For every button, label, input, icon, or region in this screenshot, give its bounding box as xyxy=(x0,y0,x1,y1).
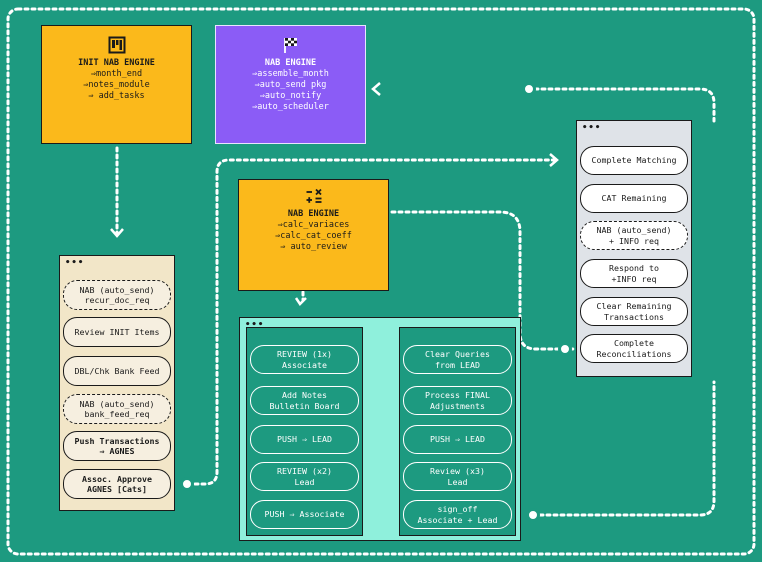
arrowhead-down-calc xyxy=(294,297,307,306)
right-task-panel: ••• Complete Matching CAT Remaining NAB … xyxy=(576,120,692,377)
task-pill[interactable]: Complete Matching xyxy=(580,146,688,175)
task-pill[interactable]: REVIEW (x2)Lead xyxy=(250,462,359,491)
arrowhead-down-init xyxy=(110,228,124,238)
engine-line: ⇒auto_send pkg xyxy=(254,80,327,90)
engine-line: ⇒auto_scheduler xyxy=(252,102,329,112)
engine-line: ⇒ auto_review xyxy=(280,242,347,252)
task-pill[interactable]: CAT Remaining xyxy=(580,184,688,213)
engine-line: ⇒month_end xyxy=(90,69,143,79)
node-dot-right-panel xyxy=(558,342,572,356)
outer-dashed-border xyxy=(6,7,756,556)
engine-line: ⇒assemble_month xyxy=(252,69,329,79)
window-dots-icon: ••• xyxy=(65,258,85,268)
calc-nab-engine-card: NAB ENGINE ⇒calc_variaces ⇒calc_cat_coef… xyxy=(238,179,389,291)
calculator-icon xyxy=(306,188,322,203)
task-pill[interactable]: PUSH ⇒ LEAD xyxy=(250,425,359,454)
engine-title: NAB ENGINE xyxy=(287,209,340,219)
kanban-board-icon xyxy=(108,36,125,54)
arrowhead-left-assemble xyxy=(371,82,381,96)
window-dots-icon: ••• xyxy=(582,123,602,133)
init-nab-engine-card: INIT NAB ENGINE ⇒month_end ⇒notes_module… xyxy=(41,25,192,144)
task-pill[interactable]: Respond to+INFO req xyxy=(580,259,688,288)
engine-title: NAB ENGINE xyxy=(264,58,317,68)
task-pill[interactable]: REVIEW (1x)Associate xyxy=(250,345,359,374)
task-pill[interactable]: Review (x3)Lead xyxy=(403,462,512,491)
task-pill[interactable]: PUSH ⇒ LEAD xyxy=(403,425,512,454)
engine-line: ⇒ add_tasks xyxy=(88,91,145,101)
node-dot-left-panel xyxy=(180,477,194,491)
engine-line: ⇒auto_notify xyxy=(259,91,322,101)
engine-title: INIT NAB ENGINE xyxy=(78,58,155,68)
engine-line: ⇒notes_module xyxy=(83,80,150,90)
engine-line: ⇒calc_variaces xyxy=(277,220,350,230)
task-pill[interactable]: NAB (auto_send)bank_feed_req xyxy=(63,394,171,424)
engine-line: ⇒calc_cat_coeff xyxy=(275,231,352,241)
node-dot-assemble xyxy=(522,82,536,96)
connector-calc-to-right-panel xyxy=(390,210,578,351)
task-pill[interactable]: PUSH ⇒ Associate xyxy=(250,500,359,529)
task-pill[interactable]: Review INIT Items xyxy=(63,317,171,347)
task-pill[interactable]: Push Transactions⇒ AGNES xyxy=(63,431,171,461)
arrowhead-right-calc xyxy=(549,153,559,167)
left-task-panel: ••• NAB (auto_send)recur_doc_req Review … xyxy=(59,255,175,511)
checkered-flag-icon xyxy=(283,38,297,53)
task-pill[interactable]: DBL/Chk Bank Feed xyxy=(63,356,171,386)
connector-right-to-assemble xyxy=(526,87,716,123)
node-dot-center-right xyxy=(526,508,540,522)
window-dots-icon: ••• xyxy=(245,320,265,330)
assemble-nab-engine-card: NAB ENGINE ⇒assemble_month ⇒auto_send pk… xyxy=(215,25,366,144)
task-pill[interactable]: NAB (auto_send)recur_doc_req xyxy=(63,280,171,310)
connector-bottom-loop xyxy=(531,380,716,517)
connector-left-to-right-panel xyxy=(186,158,558,486)
task-pill[interactable]: NAB (auto_send)+ INFO req xyxy=(580,221,688,250)
